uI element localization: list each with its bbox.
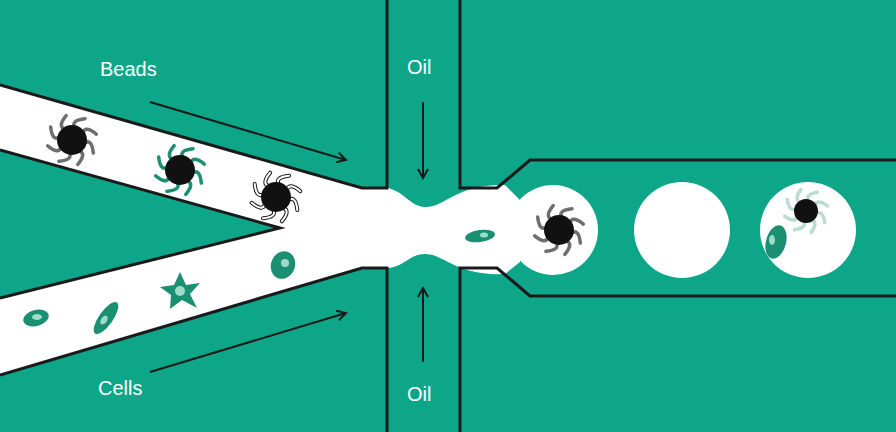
bead — [535, 206, 584, 255]
cell-nucleus — [99, 314, 110, 326]
wall — [0, 0, 387, 188]
cell-nucleus — [32, 314, 42, 320]
aqueous-neck — [385, 185, 520, 274]
flow-label: Oil — [407, 56, 431, 79]
bead — [156, 146, 205, 195]
cell — [464, 228, 495, 244]
inlet-channels — [0, 85, 390, 375]
cell — [267, 248, 299, 283]
cell — [21, 307, 50, 329]
wall — [0, 150, 280, 298]
beads — [48, 116, 828, 255]
cell-nucleus — [175, 286, 185, 296]
forming-droplet — [508, 185, 598, 275]
wall — [0, 268, 387, 432]
wall — [460, 0, 896, 188]
flow-label: Beads — [100, 58, 157, 81]
cell — [160, 272, 200, 309]
cell-nucleus — [769, 235, 775, 245]
bead — [252, 173, 301, 222]
wall — [460, 268, 896, 432]
empty-droplet — [634, 182, 730, 278]
flow-arrow — [150, 313, 346, 372]
flow-label: Oil — [407, 383, 431, 406]
cells — [21, 223, 790, 338]
filled-droplet — [760, 182, 856, 278]
bead — [48, 116, 97, 165]
flow-label: Cells — [98, 377, 142, 400]
flow-arrows — [150, 102, 423, 372]
bead-core — [544, 215, 574, 245]
flow-arrow — [422, 288, 424, 362]
cell-nucleus — [480, 233, 488, 238]
bead — [785, 190, 828, 233]
bead-core — [794, 199, 818, 223]
cell — [762, 223, 790, 261]
flow-arrow — [150, 102, 346, 160]
flow-arrow — [422, 102, 424, 178]
bead-core — [57, 125, 87, 155]
bead-core — [165, 155, 195, 185]
cell-nucleus — [281, 259, 289, 267]
bead-core — [261, 182, 291, 212]
cell — [89, 298, 122, 337]
